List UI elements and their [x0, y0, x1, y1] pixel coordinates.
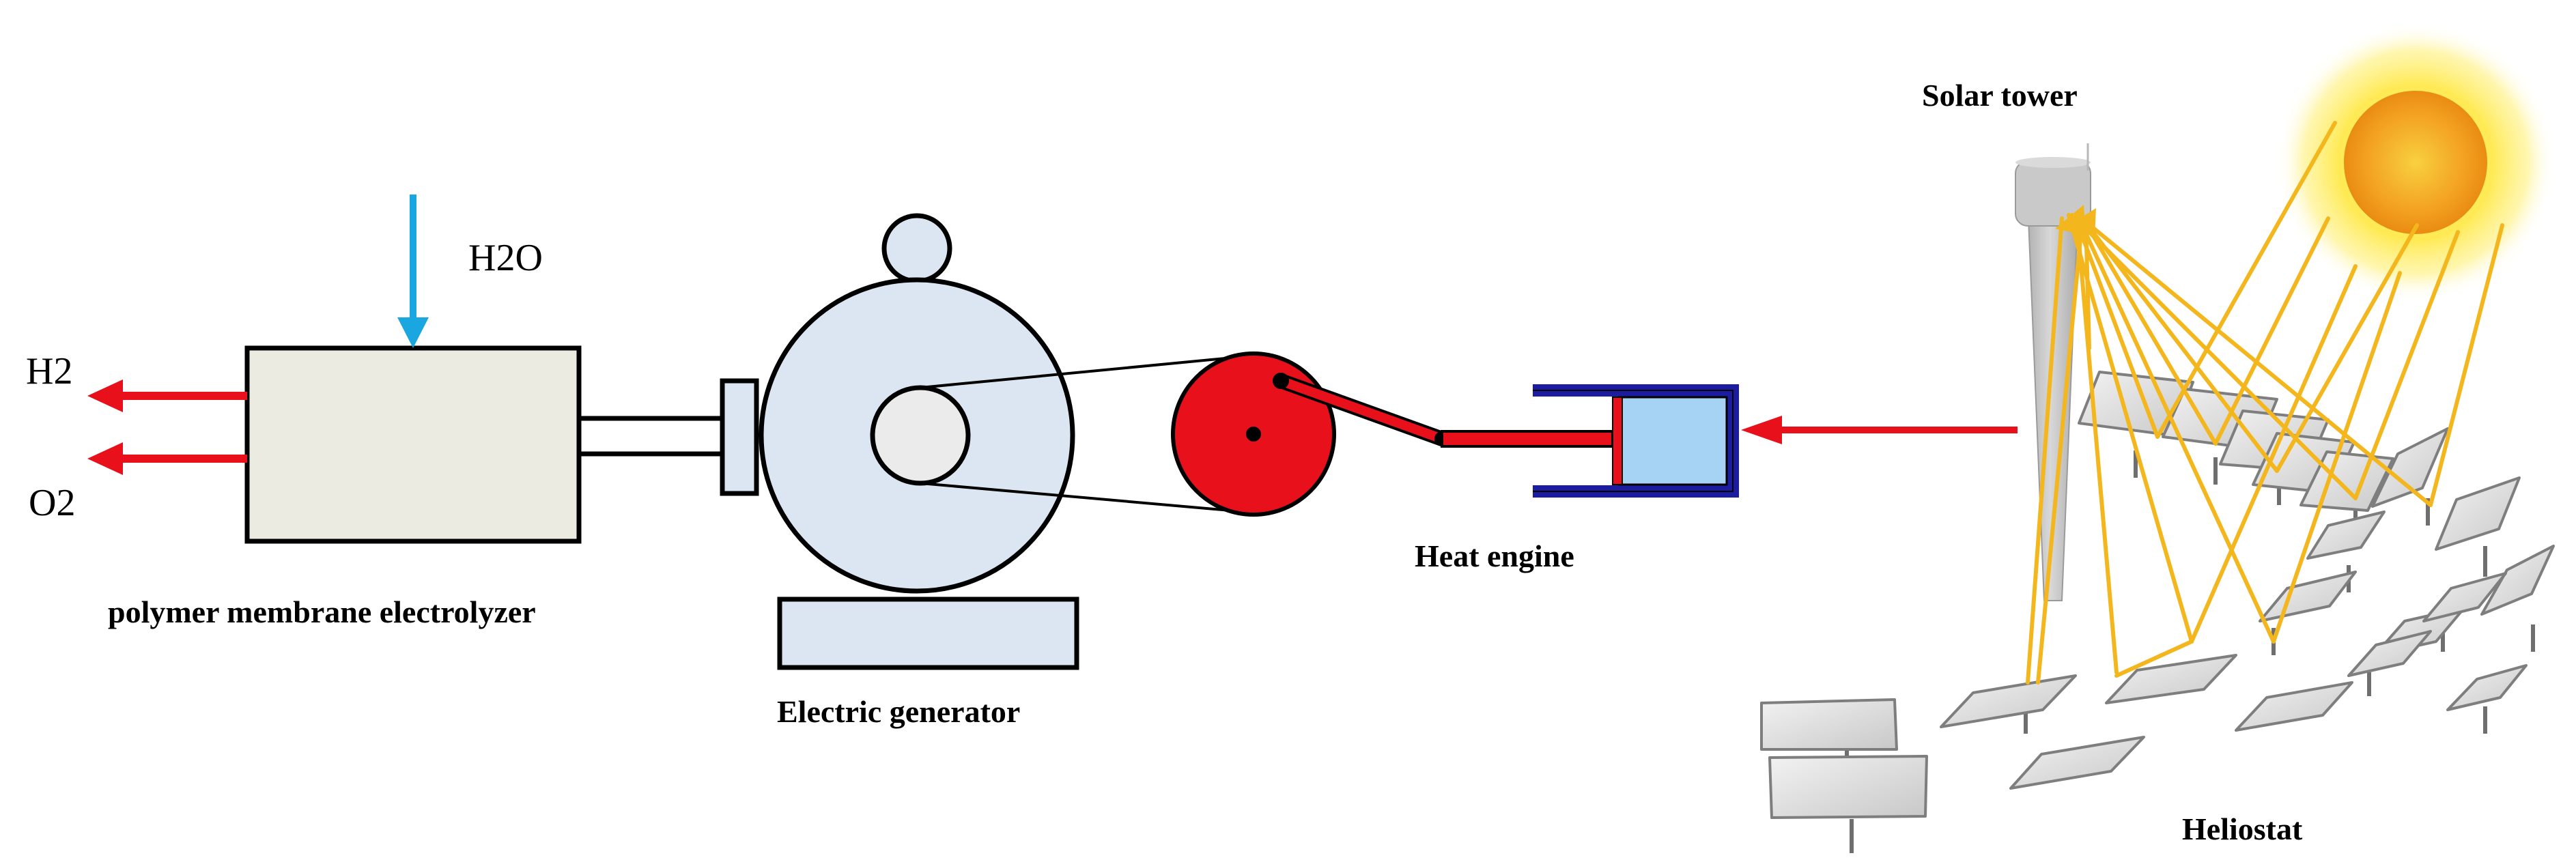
- generator-top-knob: [881, 213, 952, 284]
- heliostat-mirror: [2347, 630, 2432, 677]
- piston-rod: [1441, 430, 1614, 448]
- heliostat-mirror: [1760, 698, 1898, 751]
- sun: [2276, 23, 2556, 302]
- generator-label: Electric generator: [777, 694, 1020, 729]
- connecting-rod: [1273, 373, 1449, 446]
- shaft-coupling: [720, 378, 759, 496]
- piston-chamber: [1618, 396, 1728, 486]
- o2-output-arrow: [87, 442, 247, 475]
- heliostat-mirror: [2306, 511, 2386, 560]
- heliostat-mirror: [1768, 755, 1928, 819]
- heliostat-mirror: [2105, 654, 2237, 704]
- electrolyzer-label: polymer membrane electrolyzer: [108, 594, 536, 629]
- heat-engine-label: Heat engine: [1415, 538, 1574, 573]
- heat-input-arrow: [1741, 416, 2018, 444]
- heliostat-field: [1760, 371, 2555, 853]
- drive-belt: [920, 354, 1254, 514]
- flywheel: [1171, 351, 1336, 517]
- heliostat-mirror: [2446, 664, 2528, 711]
- h2-output-arrow: [87, 379, 247, 412]
- heliostat-mirror: [2259, 571, 2357, 622]
- generator-base: [777, 597, 1079, 670]
- heliostat-label: Heliostat: [2182, 811, 2303, 846]
- heliostat-mirror: [2480, 545, 2555, 616]
- connecting-shaft: [576, 378, 759, 496]
- water-input-arrow: [397, 195, 429, 348]
- sun-core: [2344, 91, 2487, 234]
- electrolyzer-box: [244, 345, 582, 544]
- ray-arrowheads: [2055, 205, 2096, 238]
- heat-engine-piston: [1533, 384, 1739, 498]
- heliostat-mirror: [2009, 736, 2145, 790]
- solar-tower-label: Solar tower: [1922, 78, 2078, 113]
- generator-pulley: [870, 385, 971, 486]
- heliostat-mirror: [2422, 572, 2507, 622]
- heliostat-mirror: [1940, 674, 2077, 728]
- h2-label: H2: [26, 350, 72, 392]
- heliostat-mirror: [2435, 476, 2521, 551]
- o2-label: O2: [29, 482, 75, 524]
- piston-head: [1612, 397, 1623, 485]
- sun-rays: [2026, 121, 2504, 685]
- h2o-label: H2O: [468, 237, 543, 279]
- heliostat-mirror: [2235, 681, 2353, 732]
- electrolyzer: [244, 345, 582, 544]
- electric-generator: [759, 213, 1079, 670]
